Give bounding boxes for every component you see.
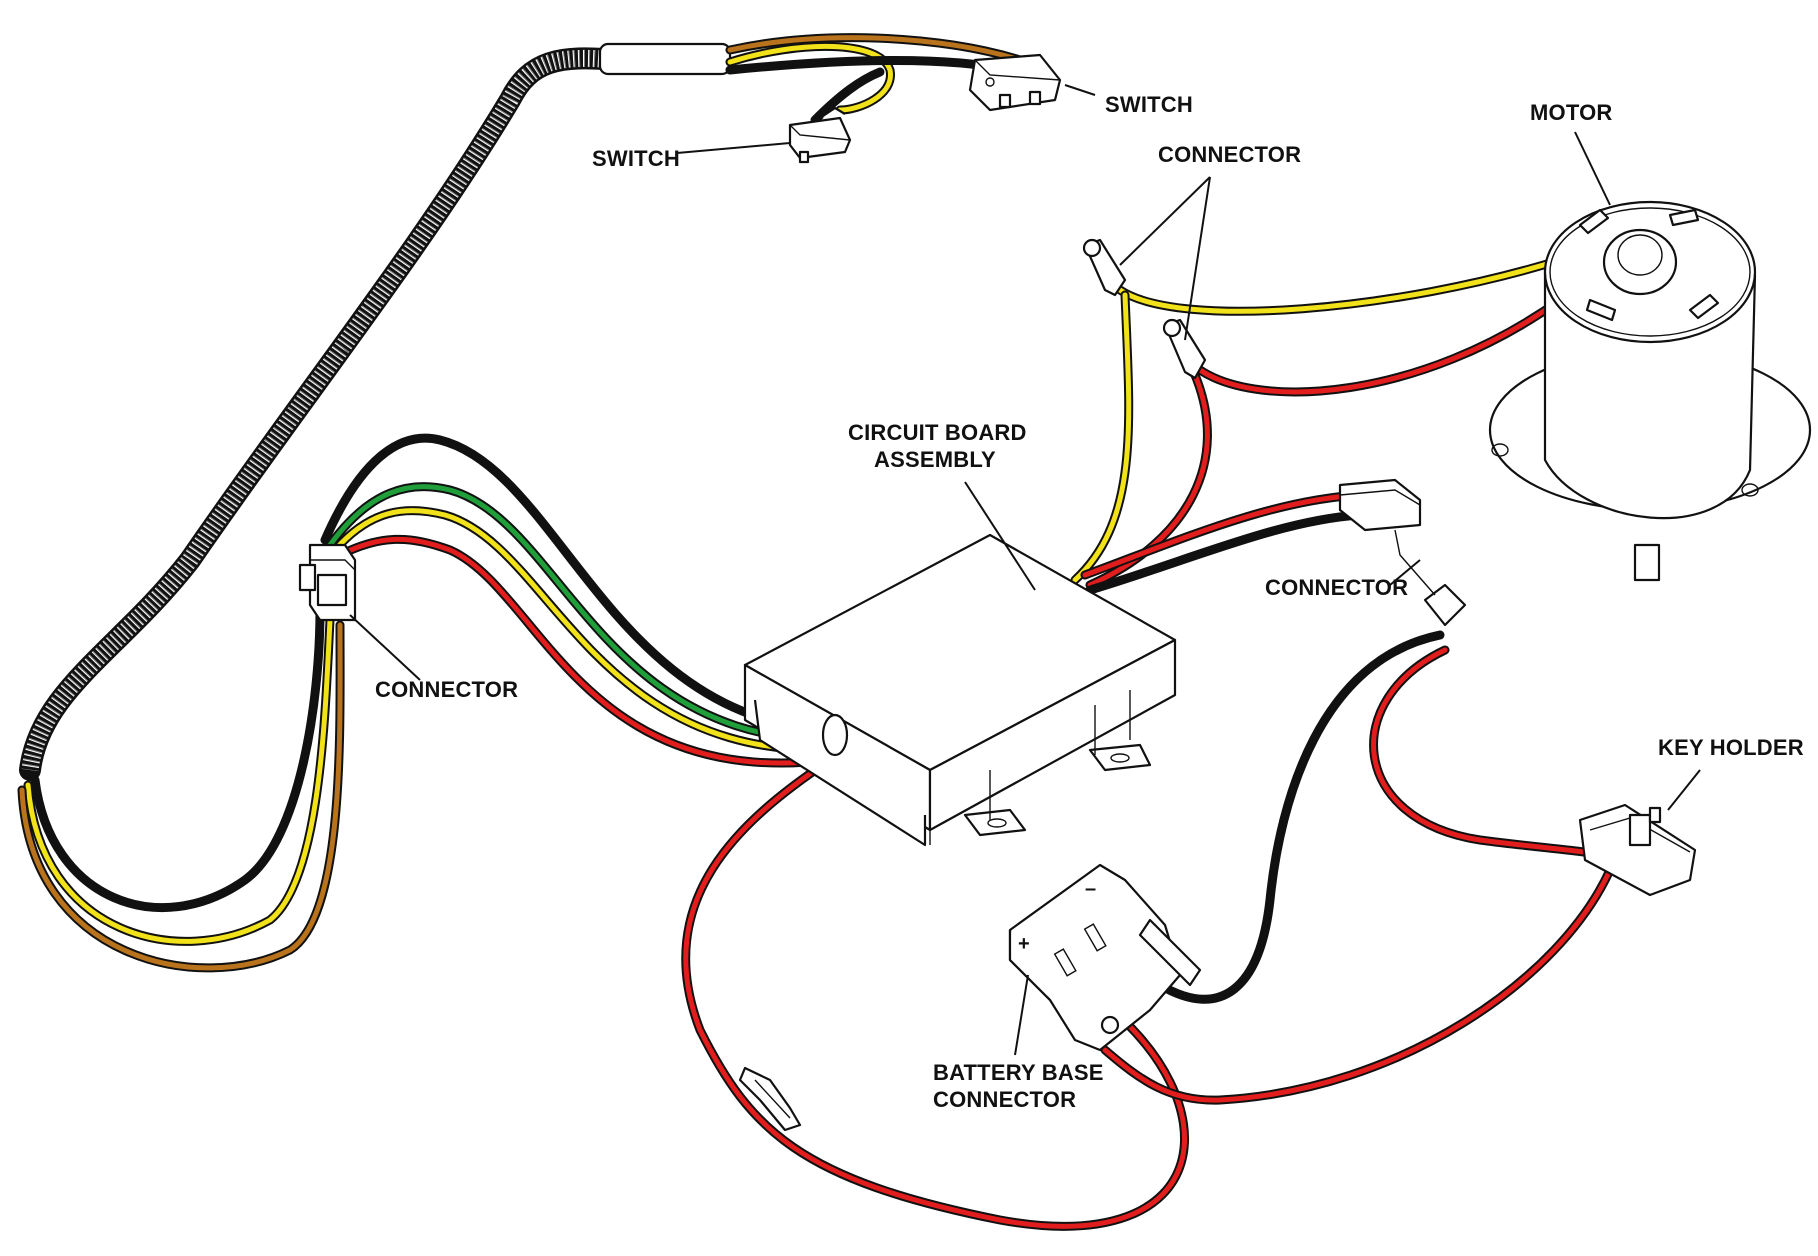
switch-wires [725, 33, 1025, 125]
sleeve-to-connector-wires [17, 605, 345, 973]
fuse-red-wire [681, 755, 1190, 1231]
label-battery-line1: BATTERY BASE [933, 1060, 1104, 1085]
switch-upper [968, 53, 1062, 112]
battery-minus-sign: – [1085, 878, 1096, 900]
connector-to-board-wires [320, 433, 835, 768]
label-circuit-board-line1: CIRCUIT BOARD [848, 420, 1027, 445]
key-holder-red-wire [1369, 645, 1605, 860]
labels: SWITCH SWITCH MOTOR CONNECTOR CIRCUIT BO… [375, 92, 1804, 1112]
battery-black-wire [1155, 630, 1445, 1004]
battery-base-connector: + – [1008, 863, 1202, 1052]
label-key-holder: KEY HOLDER [1658, 735, 1804, 760]
circuit-board-assembly [743, 533, 1177, 847]
board-to-right-connector-wires [1080, 490, 1365, 595]
left-connector [298, 543, 357, 622]
switch-lower [788, 106, 852, 164]
motor-wires [1070, 255, 1565, 590]
label-connector-left: CONNECTOR [375, 677, 518, 702]
key-holder [1578, 803, 1697, 897]
label-switch-upper: SWITCH [1105, 92, 1193, 117]
label-connector-motor: CONNECTOR [1158, 142, 1301, 167]
key-to-battery-red-wire [1100, 865, 1615, 1105]
label-connector-right: CONNECTOR [1265, 575, 1408, 600]
leader-lines [349, 84, 1701, 1056]
wires [17, 33, 1615, 1231]
corrugated-sleeve [19, 42, 732, 781]
inline-fuse [738, 1066, 802, 1132]
label-circuit-board-line2: ASSEMBLY [874, 447, 996, 472]
motor [1488, 200, 1812, 582]
right-connector-pair [1338, 478, 1467, 627]
battery-plus-sign: + [1018, 933, 1030, 955]
motor-connector-pins [1082, 238, 1207, 380]
label-motor: MOTOR [1530, 100, 1612, 125]
label-switch-lower: SWITCH [592, 146, 680, 171]
label-battery-line2: CONNECTOR [933, 1087, 1076, 1112]
